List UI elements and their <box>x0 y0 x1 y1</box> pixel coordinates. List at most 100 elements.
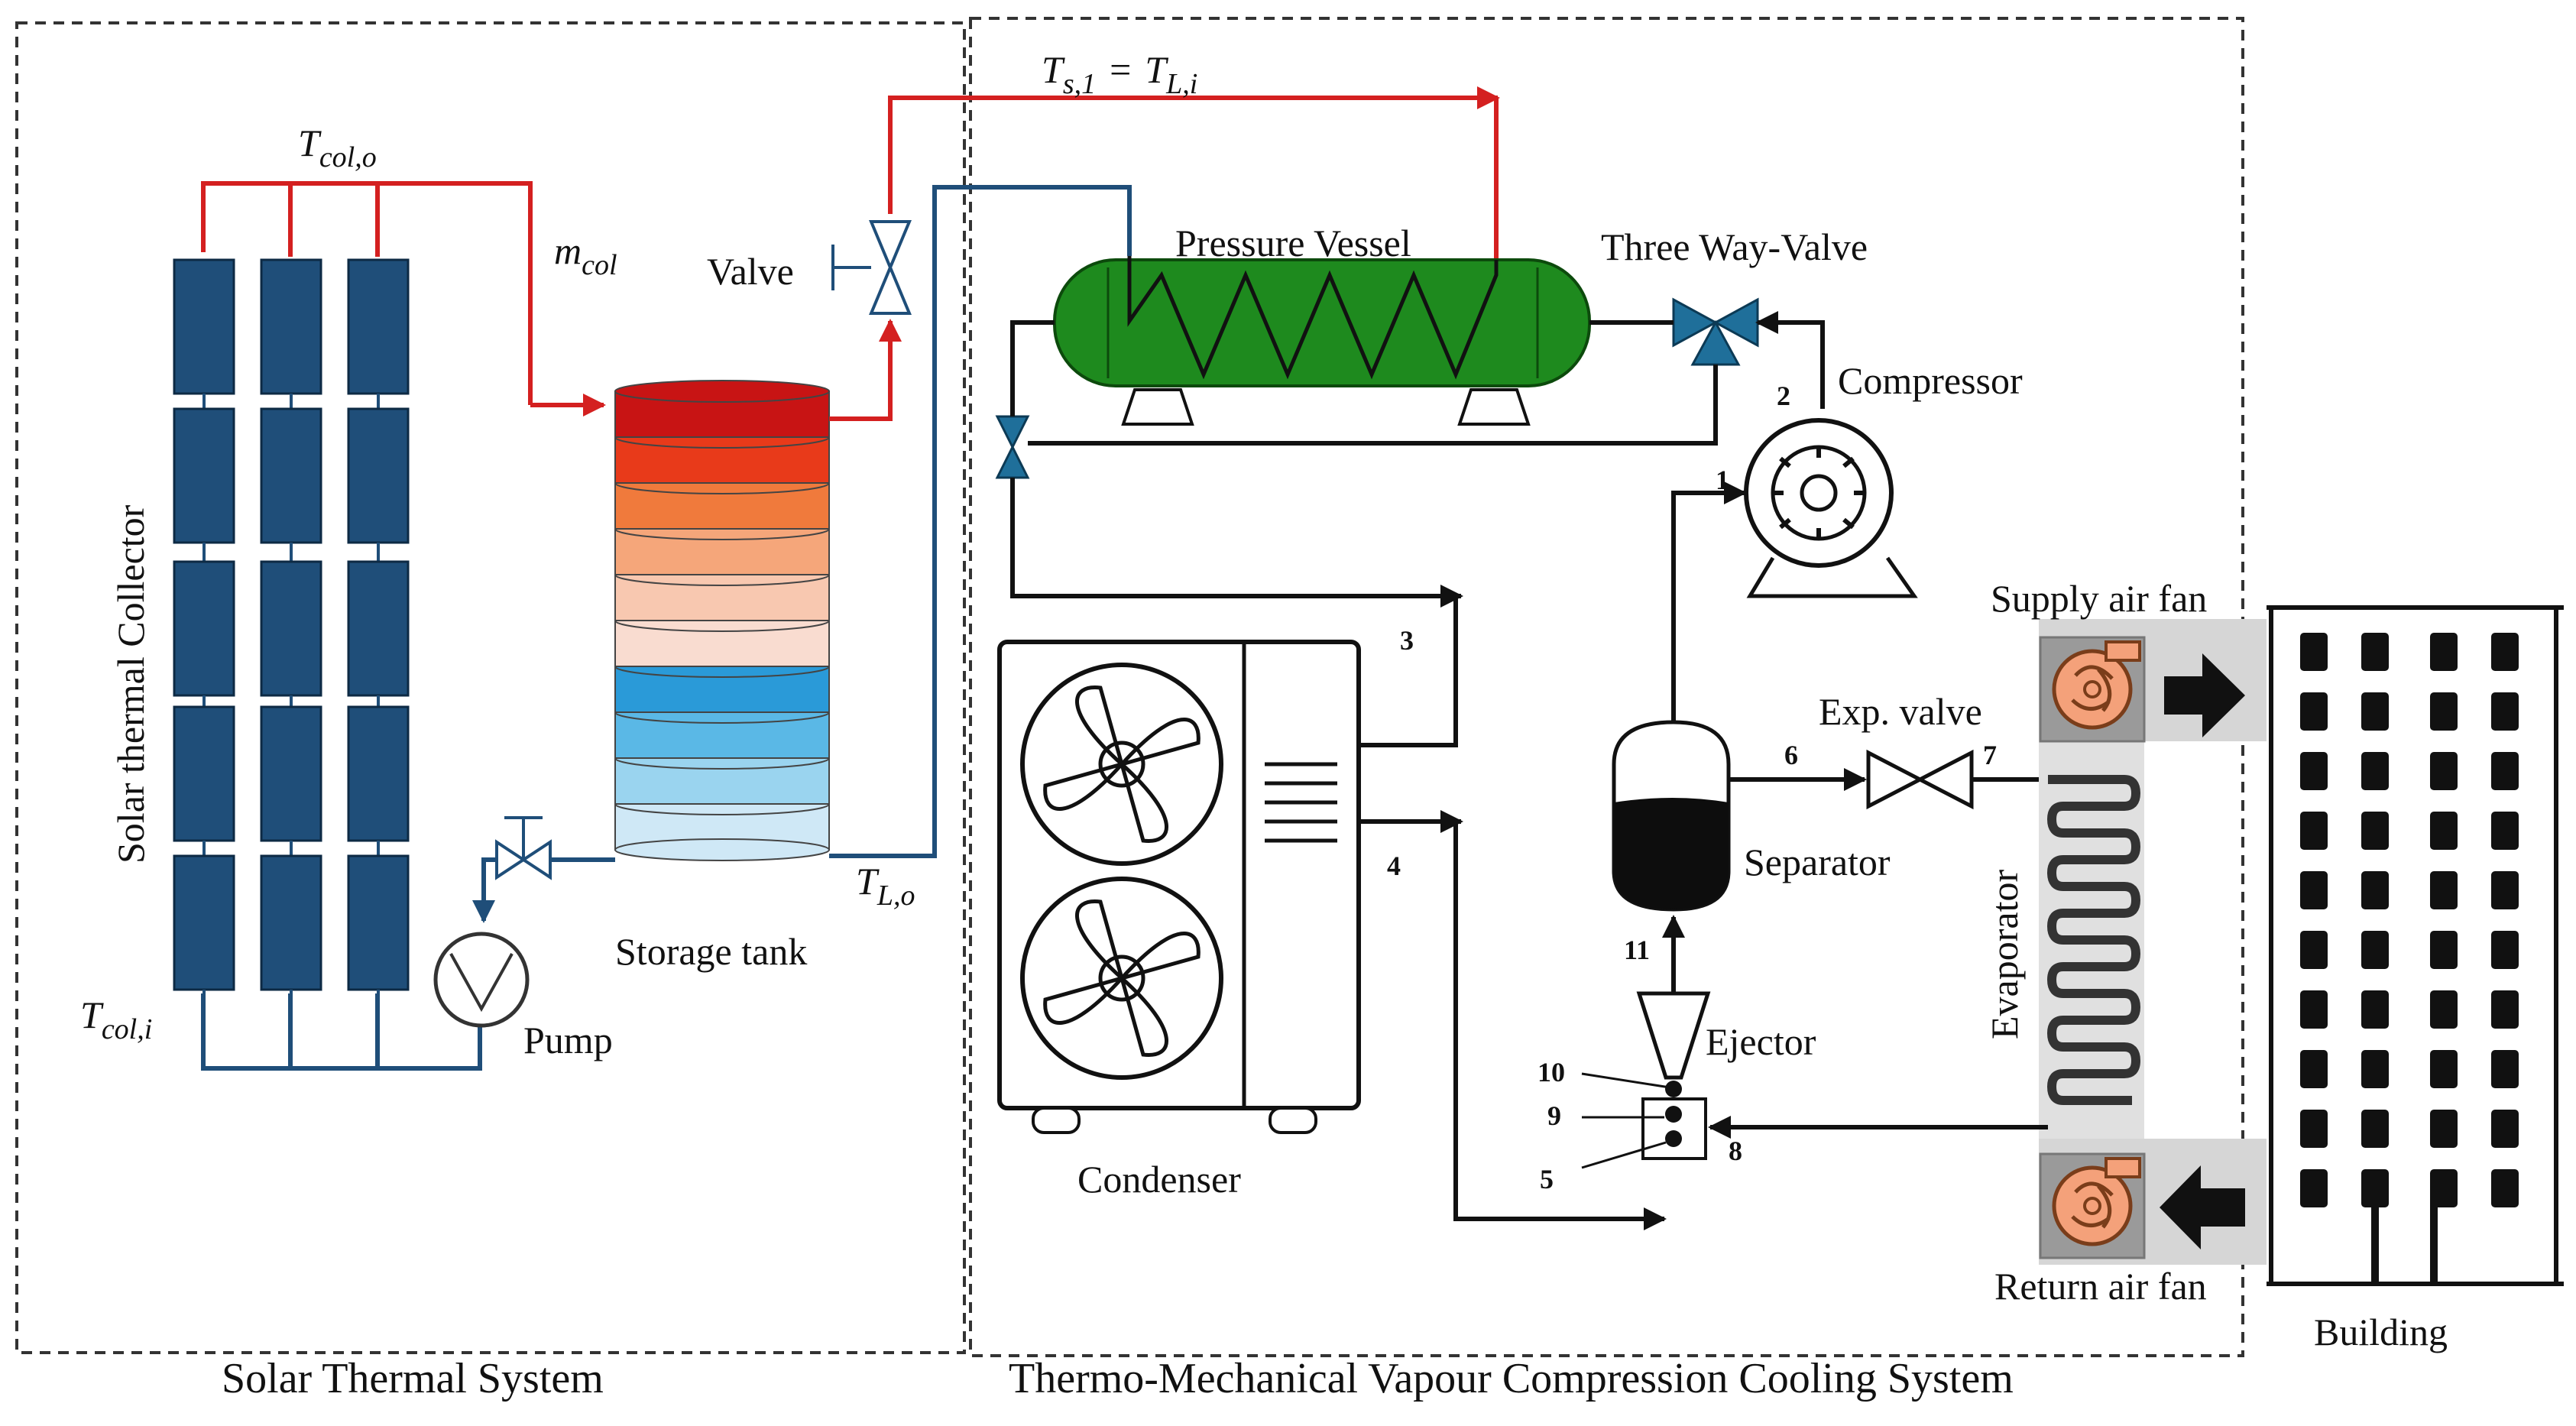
fan-icon <box>2040 637 2144 741</box>
building-window <box>2491 812 2519 850</box>
building-window <box>2300 1110 2328 1148</box>
building-window <box>2491 752 2519 790</box>
pump-valve <box>495 816 552 880</box>
three-way-valve-label: Three Way-Valve <box>1601 225 1868 268</box>
building-window <box>2300 1050 2328 1088</box>
fan-icon <box>1020 663 1223 866</box>
collector-panel <box>347 258 410 395</box>
state-point-10: 10 <box>1537 1057 1565 1087</box>
t-col-i-label: Tcol,i <box>80 993 152 1045</box>
valve <box>831 220 912 315</box>
compressor-label: Compressor <box>1838 359 2023 402</box>
building-window <box>2300 692 2328 731</box>
exp-valve-label: Exp. valve <box>1819 690 1982 733</box>
building-window <box>2361 812 2389 850</box>
building-window <box>2300 990 2328 1029</box>
building-window <box>2491 990 2519 1029</box>
state-point-2: 2 <box>1777 381 1790 411</box>
building-window <box>2361 1169 2389 1207</box>
ts1-tli-label: Ts,1=TL,i <box>1042 48 1197 100</box>
building-window <box>2361 692 2389 731</box>
pressure-vessel-label: Pressure Vessel <box>1175 222 1411 264</box>
building-window <box>2300 1169 2328 1207</box>
collector-panel <box>260 258 322 395</box>
expansion-bypass-valve <box>995 415 1030 479</box>
building-window <box>2361 1050 2389 1088</box>
separator <box>1612 720 1731 912</box>
state-point-6: 6 <box>1784 740 1798 770</box>
cooling-system-title: Thermo-Mechanical Vapour Compression Coo… <box>1009 1355 2014 1402</box>
solar-collector-array <box>173 181 606 1071</box>
collector-panel <box>173 560 235 697</box>
arrow-left-icon <box>2160 1165 2245 1249</box>
collector-panel <box>347 854 410 991</box>
building-window <box>2430 990 2458 1029</box>
building-window <box>2430 931 2458 969</box>
building-window <box>2300 812 2328 850</box>
valve-label: Valve <box>707 250 794 293</box>
collector-panel <box>347 560 410 697</box>
building-window <box>2491 1110 2519 1148</box>
collector-panel <box>347 407 410 544</box>
building-window <box>2491 692 2519 731</box>
collector-panel <box>173 407 235 544</box>
state-point-11: 11 <box>1624 935 1650 965</box>
solar-system-boundary <box>15 21 966 1354</box>
building-window <box>2300 633 2328 671</box>
building-window <box>2361 931 2389 969</box>
expansion-valve <box>1866 749 1974 810</box>
t-col-o-label: Tcol,o <box>298 122 377 173</box>
collector-label: Solar thermal Collector <box>109 504 152 864</box>
building-window <box>2430 633 2458 671</box>
building-window <box>2361 752 2389 790</box>
building-window <box>2300 871 2328 909</box>
ejector-label: Ejector <box>1706 1020 1816 1063</box>
pump-icon <box>433 932 530 1028</box>
three-way-valve-icon <box>1672 297 1759 366</box>
building-window <box>2491 871 2519 909</box>
collector-panel <box>173 854 235 991</box>
collector-panel <box>260 854 322 991</box>
t-l-o-label: TL,o <box>856 860 915 912</box>
building <box>2267 605 2564 1286</box>
fan-icon <box>1020 877 1223 1080</box>
storage-tank <box>614 380 830 861</box>
pressure-vessel <box>1053 256 1591 426</box>
state-point-3: 3 <box>1400 625 1414 656</box>
state-point-8: 8 <box>1729 1136 1742 1166</box>
supply-fan-label: Supply air fan <box>1991 577 2207 620</box>
building-window <box>2361 990 2389 1029</box>
collector-panel <box>260 705 322 842</box>
building-window <box>2430 752 2458 790</box>
building-window <box>2300 931 2328 969</box>
building-window <box>2430 1169 2458 1207</box>
state-point-7: 7 <box>1983 740 1997 770</box>
building-window <box>2430 1110 2458 1148</box>
state-point-4: 4 <box>1387 851 1401 881</box>
return-fan-label: Return air fan <box>1994 1265 2207 1308</box>
fan-icon <box>2040 1154 2144 1258</box>
collector-panel <box>173 705 235 842</box>
building-window <box>2430 1050 2458 1088</box>
building-label: Building <box>2314 1311 2448 1353</box>
collector-panel <box>347 705 410 842</box>
evaporator-label: Evaporator <box>1983 870 2026 1039</box>
collector-panel <box>173 258 235 395</box>
building-window <box>2430 871 2458 909</box>
storage-tank-label: Storage tank <box>615 930 807 973</box>
compressor-icon <box>1744 418 1918 598</box>
condenser-label: Condenser <box>1077 1158 1241 1201</box>
pump-label: Pump <box>523 1019 613 1061</box>
separator-label: Separator <box>1744 841 1891 883</box>
collector-panel <box>260 560 322 697</box>
building-window <box>2300 752 2328 790</box>
building-window <box>2491 1169 2519 1207</box>
state-point-9: 9 <box>1547 1100 1561 1131</box>
building-window <box>2361 871 2389 909</box>
arrow-right-icon <box>2164 653 2245 737</box>
ejector <box>1581 991 1711 1169</box>
collector-panel <box>260 407 322 544</box>
cooling-system-boundary <box>969 17 2244 1357</box>
evaporator <box>2039 734 2144 1139</box>
